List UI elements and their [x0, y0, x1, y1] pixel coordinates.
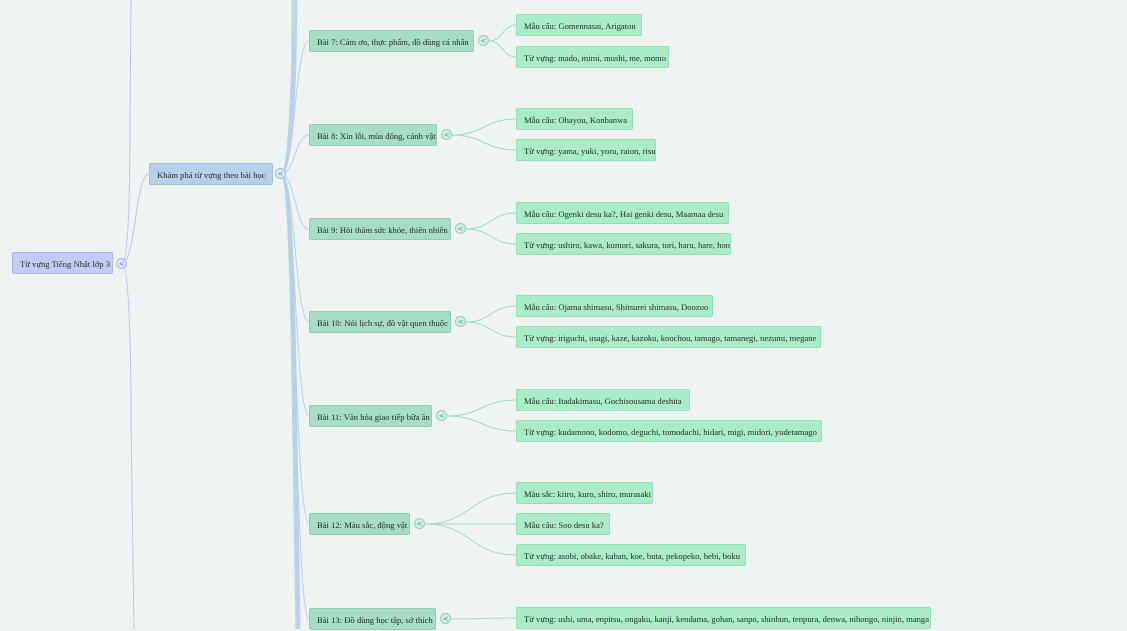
connector-line	[451, 134, 517, 151]
leaf-node[interactable]: Từ vựng: kudamono, kodomo, deguchi, tomo…	[516, 420, 822, 442]
leaf-node[interactable]: Từ vựng: yama, yuki, yoru, raion, risu	[516, 139, 656, 161]
connector-line	[280, 173, 310, 323]
leaf-node[interactable]: Mẫu câu: Ojama shimasu, Shitsurei shimas…	[516, 295, 713, 317]
leaf-node[interactable]: Từ vựng: ushiro, kawa, kumori, sakura, t…	[516, 233, 731, 255]
connector-line	[280, 0, 295, 175]
connector-line	[465, 321, 517, 338]
leaf-node[interactable]: Mẫu câu: Soo desu ka?	[516, 513, 610, 535]
hub-node[interactable]: Khám phá từ vựng theo bài học	[149, 163, 273, 185]
connector-line	[121, 262, 135, 629]
chevron-left-icon[interactable]: <	[441, 129, 452, 140]
leaf-node[interactable]: Mẫu câu: Gomennasai, Arigatou	[516, 14, 642, 36]
connector-line	[465, 212, 517, 230]
connector-line	[280, 40, 310, 175]
connector-line	[465, 305, 517, 323]
connector-line	[424, 492, 517, 525]
leaf-node[interactable]: Mẫu câu: Ogenki desu ka?, Hai genki desu…	[516, 202, 729, 224]
hub-collapse-icon[interactable]: <	[275, 168, 286, 179]
connector-line	[280, 173, 310, 620]
connector-line	[280, 0, 297, 175]
connector-line	[280, 173, 310, 230]
lesson-node[interactable]: Bài 7: Cám ơn, thực phẩm, đồ dùng cá nhâ…	[309, 30, 474, 52]
lesson-node[interactable]: Bài 13: Đồ dùng học tập, sở thích	[309, 608, 436, 630]
root-node[interactable]: Từ vựng Tiếng Nhật lớp 3	[12, 252, 113, 274]
connector-line	[280, 134, 310, 175]
lesson-node[interactable]: Bài 10: Nói lịch sự, đồ vật quen thuộc	[309, 311, 451, 333]
connector-line	[280, 173, 301, 629]
connector-line	[280, 0, 298, 175]
leaf-node[interactable]: Màu sắc: kiiro, kuro, shiro, murasaki	[516, 482, 653, 504]
connector-line	[488, 24, 517, 42]
connector-line	[450, 617, 517, 620]
leaf-node[interactable]: Mẫu câu: Itadakimasu, Gochisousama deshi…	[516, 389, 690, 411]
connector-line	[446, 399, 517, 417]
connector-line	[121, 0, 132, 264]
chevron-left-icon[interactable]: <	[455, 316, 466, 327]
connector-line	[121, 173, 150, 264]
connector-line	[280, 0, 293, 175]
leaf-node[interactable]: Từ vựng: asobi, obake, kaban, koe, buta,…	[516, 544, 746, 566]
leaf-node[interactable]: Từ vựng: mado, mimi, mushi, me, momo	[516, 46, 669, 68]
chevron-left-icon[interactable]: <	[478, 35, 489, 46]
lesson-node[interactable]: Bài 9: Hỏi thăm sức khỏe, thiên nhiên	[309, 218, 451, 240]
lesson-node[interactable]: Bài 12: Màu sắc, động vật	[309, 513, 410, 535]
chevron-left-icon[interactable]: <	[440, 613, 451, 624]
connector-line	[280, 173, 310, 525]
connector-line	[488, 40, 517, 58]
connector-line	[280, 173, 310, 417]
leaf-node[interactable]: Từ vựng: ushi, uma, enpitsu, ongaku, kan…	[516, 607, 931, 629]
connector-line	[424, 523, 517, 556]
leaf-node[interactable]: Mẫu câu: Ohayou, Konbanwa	[516, 108, 633, 130]
connector-line	[280, 0, 294, 175]
chevron-left-icon[interactable]: <	[455, 223, 466, 234]
connector-line	[280, 173, 298, 629]
lesson-node[interactable]: Bài 8: Xin lỗi, mùa đông, cảnh vật	[309, 124, 437, 146]
connector-line	[451, 118, 517, 136]
connector-line	[446, 415, 517, 432]
connector-line	[280, 173, 300, 629]
connector-line	[280, 173, 297, 629]
connector-line	[465, 228, 517, 245]
chevron-left-icon[interactable]: <	[436, 410, 447, 421]
connector-line	[280, 173, 299, 629]
chevron-left-icon[interactable]: <	[414, 518, 425, 529]
lesson-node[interactable]: Bài 11: Văn hóa giao tiếp bữa ăn	[309, 405, 432, 427]
leaf-node[interactable]: Từ vựng: iriguchi, usagi, kaze, kazoku, …	[516, 326, 821, 348]
root-collapse-icon[interactable]: <	[116, 258, 127, 269]
